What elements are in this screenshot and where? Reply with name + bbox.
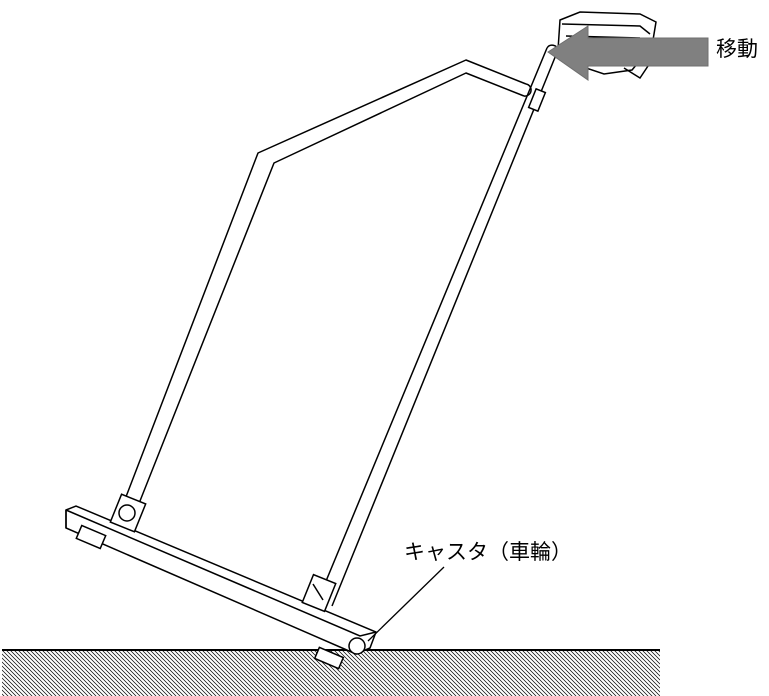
move-arrow [547, 25, 709, 81]
joint-left-pin [118, 504, 136, 522]
caster-label: キャスタ（車輪） [404, 540, 572, 564]
joint-blocks [109, 493, 337, 613]
caster-leader-line [367, 566, 445, 642]
move-label: 移動 [716, 37, 758, 61]
foot-left [75, 524, 107, 550]
base-plate [65, 505, 377, 670]
foot-right [313, 646, 345, 670]
caster-wheel [348, 637, 366, 655]
rear-frame [123, 59, 532, 507]
front-post [318, 44, 559, 607]
